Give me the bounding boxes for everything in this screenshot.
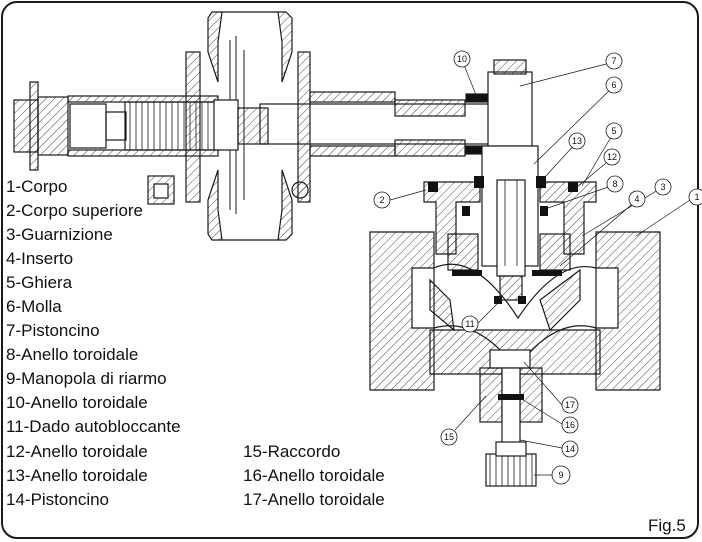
legend-item-1: 1-Corpo bbox=[6, 177, 68, 196]
figure-label: Fig.5 bbox=[648, 516, 686, 535]
svg-text:4: 4 bbox=[634, 194, 639, 204]
svg-text:1: 1 bbox=[694, 192, 699, 202]
diaphragm-chamber bbox=[185, 11, 311, 241]
callout-10: 10 bbox=[453, 50, 471, 68]
callout-14: 14 bbox=[561, 440, 579, 458]
callout-4: 4 bbox=[628, 190, 646, 208]
legend-item-11: 11-Dado autobloccante bbox=[6, 417, 181, 436]
callout-8: 8 bbox=[606, 175, 624, 193]
leader-lines bbox=[389, 59, 694, 476]
callout-1: 1 bbox=[688, 188, 702, 206]
callout-9: 9 bbox=[551, 465, 571, 485]
callout-3: 3 bbox=[654, 178, 672, 196]
legend-item-16: 16-Anello toroidale bbox=[243, 466, 385, 485]
svg-text:7: 7 bbox=[611, 56, 616, 66]
legend-item-5: 5-Ghiera bbox=[6, 273, 73, 292]
callout-17: 17 bbox=[561, 396, 579, 414]
callout-6: 6 bbox=[605, 76, 623, 94]
callout-5: 5 bbox=[605, 122, 623, 140]
svg-text:10: 10 bbox=[457, 54, 467, 64]
svg-text:9: 9 bbox=[558, 470, 563, 480]
callout-12: 12 bbox=[603, 148, 621, 166]
seals bbox=[428, 176, 578, 304]
svg-text:8: 8 bbox=[612, 179, 617, 189]
callout-15: 15 bbox=[440, 428, 458, 446]
legend-item-4: 4-Inserto bbox=[6, 249, 74, 268]
callout-11: 11 bbox=[461, 315, 479, 333]
svg-text:15: 15 bbox=[444, 432, 454, 442]
small-side-fitting bbox=[147, 175, 175, 205]
svg-text:12: 12 bbox=[607, 152, 617, 162]
legend-item-2: 2-Corpo superiore bbox=[6, 201, 144, 220]
callout-16: 16 bbox=[561, 416, 579, 434]
legend-item-6: 6-Molla bbox=[6, 297, 62, 316]
callouts: 1 2 3 4 5 6 7 8 9 10 11 12 13 14 15 16 1… bbox=[373, 50, 702, 485]
legend-item-15: 15-Raccordo bbox=[243, 442, 341, 461]
callout-7: 7 bbox=[605, 52, 623, 70]
svg-text:11: 11 bbox=[465, 319, 474, 329]
svg-text:5: 5 bbox=[611, 126, 616, 136]
svg-text:17: 17 bbox=[565, 400, 575, 410]
legend-item-12: 12-Anello toroidale bbox=[6, 442, 148, 461]
svg-text:3: 3 bbox=[660, 182, 665, 192]
svg-text:16: 16 bbox=[565, 420, 575, 430]
callout-2: 2 bbox=[373, 191, 391, 209]
legend-item-9: 9-Manopola di riarmo bbox=[6, 369, 167, 388]
legend-item-8: 8-Anello toroidale bbox=[6, 345, 139, 364]
legend-item-14: 14-Pistoncino bbox=[6, 490, 110, 509]
legend-item-7: 7-Pistoncino bbox=[6, 321, 100, 340]
svg-text:2: 2 bbox=[379, 195, 384, 205]
legend-item-10: 10-Anello toroidale bbox=[6, 393, 148, 412]
reset-assembly bbox=[479, 349, 543, 487]
svg-text:13: 13 bbox=[572, 136, 582, 146]
svg-text:14: 14 bbox=[565, 444, 575, 454]
legend-item-13: 13-Anello toroidale bbox=[6, 466, 148, 485]
vertical-piston bbox=[481, 59, 539, 301]
legend-item-17: 17-Anello toroidale bbox=[243, 490, 385, 509]
callout-13: 13 bbox=[568, 132, 586, 150]
upper-body bbox=[259, 91, 491, 157]
legend-item-3: 3-Guarnizione bbox=[6, 225, 113, 244]
left-housing bbox=[13, 81, 219, 171]
svg-text:6: 6 bbox=[611, 80, 616, 90]
